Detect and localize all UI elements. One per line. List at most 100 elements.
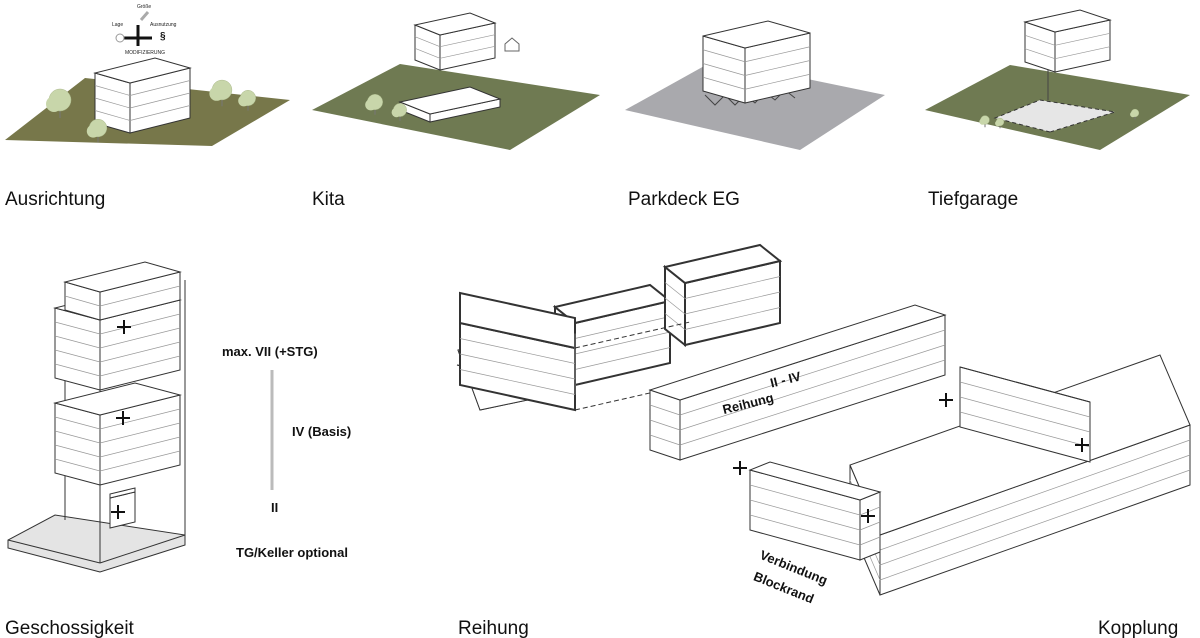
label-min-geschosse: II <box>271 500 279 515</box>
floor-block-basis-floor-line <box>54 444 101 458</box>
building-kita-floor-line <box>414 36 441 47</box>
reihung-block-0-floor-line <box>459 369 576 395</box>
reihung-block-1-floor-line <box>574 331 671 355</box>
kopplung-block-front-floor-line <box>749 484 861 516</box>
kopplung-block-back-floor-line <box>649 404 681 416</box>
kopplung-block-back-roof <box>648 304 947 401</box>
floor-block-basis-floor-line <box>54 416 101 430</box>
floor-block-basis-floor-line <box>99 436 181 458</box>
floor-block-max-floor-line <box>99 355 181 377</box>
kopplung-block-back-floor-line <box>679 329 946 416</box>
floor-block-basis-floor-line <box>99 450 181 472</box>
kopplung-block-back-floor-line <box>679 359 946 446</box>
caption-reihung: Reihung <box>458 618 529 638</box>
caption-geschossigkeit: Geschossigkeit <box>5 618 134 638</box>
building-kita-roof <box>413 12 497 36</box>
kopplung-block-back-floor-line <box>679 344 946 431</box>
kopplung-block-front-floor-line <box>749 514 861 546</box>
caption-tiefgarage: Tiefgarage <box>928 189 1019 210</box>
kopplung-block-corner-floor-line <box>959 381 1091 418</box>
reihung-block-1-roof <box>552 283 673 325</box>
floor-block-max-floor-line <box>54 349 101 363</box>
building-parkdeck-floor-line <box>702 63 746 76</box>
reihung-block-2-floor-line <box>664 297 686 315</box>
keller-base <box>7 514 186 573</box>
paragraph-icon: § <box>160 31 166 42</box>
building-kita-floor-line <box>439 34 496 48</box>
reihung-block-0-floor-line <box>459 353 576 380</box>
reihung-block-2-floor-line <box>684 307 781 330</box>
kopplung-block-right-floor-line <box>879 439 1191 551</box>
building-ausrichtung-floor-line <box>94 85 131 96</box>
floor-block-basis-left-face <box>54 402 101 486</box>
building-tiefgarage-floor-line <box>1054 46 1111 60</box>
caption-parkdeck: Parkdeck EG <box>628 189 740 210</box>
building-ausrichtung-floor-line <box>129 80 191 96</box>
tiefgarage-platform <box>993 99 1116 133</box>
kopplung-block-corner-roof <box>959 366 1091 403</box>
floor-block-max-left-face <box>54 307 101 391</box>
building-ausrichtung-floor-line <box>94 110 131 121</box>
kopplung-block-right-floor-line <box>879 469 1191 581</box>
tree-part <box>46 96 62 112</box>
reihung-block-2-floor-line <box>684 276 781 299</box>
label-keller: TG/Keller optional <box>236 545 348 560</box>
building-parkdeck-floor-line <box>702 49 746 63</box>
label-lage: Lage <box>112 22 124 28</box>
reihung-block-0-roof <box>459 291 576 350</box>
building-parkdeck-floor-line <box>744 60 811 76</box>
pencil-icon <box>139 11 150 21</box>
kopplung-block-front-floor-line <box>859 506 881 516</box>
kopplung-block-back-floor-line <box>649 434 681 446</box>
tree-part <box>995 120 1001 127</box>
reihung-block-2-floor-line <box>684 291 781 315</box>
label-modifizierung: MODIFIZIERUNG <box>125 50 165 56</box>
core-box-roof <box>109 487 136 499</box>
building-kita-floor-line <box>439 45 496 59</box>
tree-part <box>1130 111 1136 118</box>
label-basis-geschosse: IV (Basis) <box>292 424 352 439</box>
floor-block-basis-floor-line <box>99 422 181 444</box>
label-ausnutzung: Ausnutzung <box>150 22 177 28</box>
keller-edge <box>7 539 101 564</box>
kopplung-block-corner-floor-line <box>959 396 1091 433</box>
sun-icon <box>115 33 125 43</box>
caption-kita: Kita <box>312 189 345 210</box>
caption-ausrichtung: Ausrichtung <box>5 189 106 210</box>
staffelgeschoss-roof <box>63 261 182 293</box>
building-ausrichtung-floor-line <box>129 92 191 109</box>
building-ausrichtung-floor-line <box>94 97 131 109</box>
staffelgeschoss-floor-line <box>99 285 181 307</box>
tree-part <box>365 99 377 111</box>
dashed-connector <box>574 384 686 411</box>
floor-block-basis-roof <box>53 382 182 416</box>
kopplung-block-front-floor-line <box>859 536 881 546</box>
tree-part <box>86 124 100 138</box>
floor-block-basis-floor-line <box>54 458 101 472</box>
building-parkdeck-floor-line <box>744 73 811 90</box>
label-groesse: Größe <box>137 4 152 10</box>
floor-block-basis-floor-line <box>99 408 181 430</box>
reihung-block-1-floor-line <box>574 347 671 370</box>
kopplung-block-corner-floor-line <box>959 411 1091 448</box>
kopplung-block-front-floor-line <box>859 521 881 531</box>
dashed-connector <box>574 321 691 349</box>
floor-block-basis-floor-line <box>54 430 101 444</box>
building-parkdeck-roof <box>702 20 811 49</box>
kopplung-block-front-roof <box>748 461 882 501</box>
kopplung-block-right-floor-line <box>879 454 1191 566</box>
reihung-block-2-floor-line <box>664 313 686 330</box>
reihung-block-2-roof <box>662 243 783 285</box>
building-parkdeck-floor-line <box>744 46 811 63</box>
ground-parkdeck <box>625 60 885 150</box>
floor-block-max-floor-line <box>99 341 181 363</box>
caption-kopplung: Kopplung <box>1098 618 1179 638</box>
building-parkdeck-floor-line <box>702 76 746 90</box>
tree-part <box>979 118 986 125</box>
tree-part <box>238 95 250 107</box>
kopplung-block-front-floor-line <box>749 499 861 531</box>
floor-block-max-floor-line <box>99 313 181 335</box>
keller-edge <box>99 534 186 564</box>
floor-block-max-floor-line <box>54 363 101 377</box>
